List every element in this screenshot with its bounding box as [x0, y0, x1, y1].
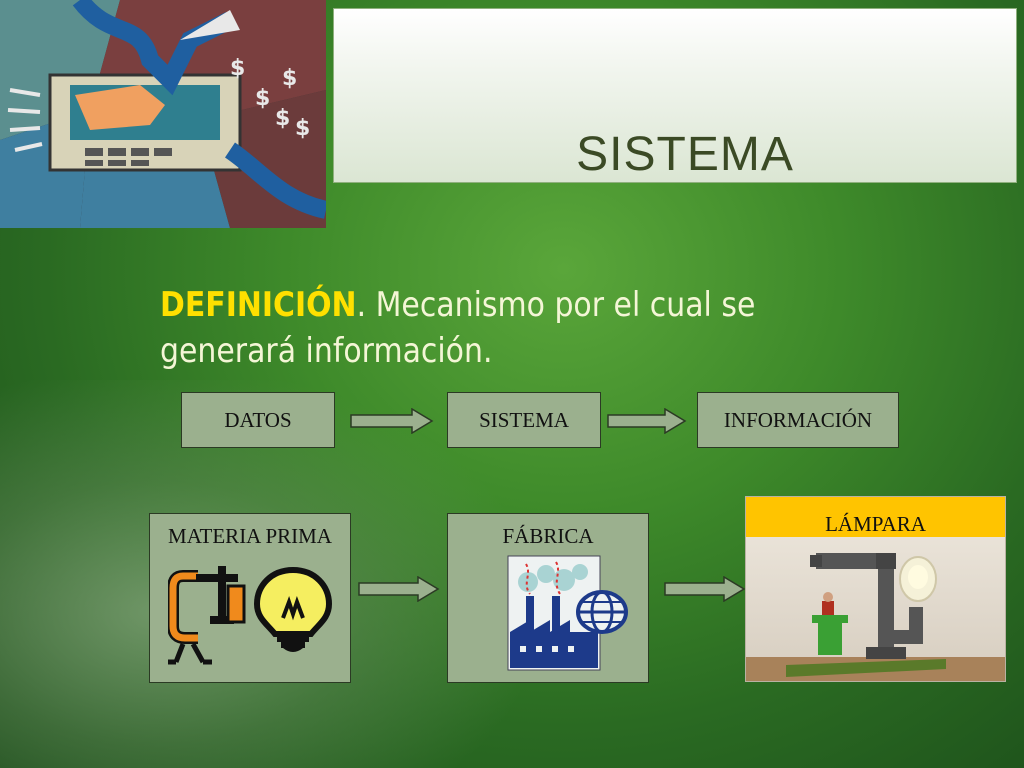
clamp-icon — [168, 566, 246, 665]
title-box: SISTEMA — [333, 8, 1017, 183]
svg-text:$: $ — [282, 66, 297, 91]
lightbulb-icon — [253, 566, 333, 652]
definition-body: . Mecanismo por el cual se generará info… — [160, 285, 756, 371]
globe-icon — [576, 590, 628, 634]
svg-text:$: $ — [275, 106, 290, 131]
flow-box-sistema: SISTEMA — [447, 392, 601, 448]
arrow-right-icon — [664, 576, 746, 602]
panel-label-lampara: LÁMPARA — [746, 497, 1005, 537]
arrow-right-icon — [358, 576, 440, 602]
svg-text:$: $ — [295, 116, 310, 141]
panel-materia-prima: MATERIA PRIMA — [149, 513, 351, 683]
arrow-right-icon — [350, 408, 434, 434]
flow-box-informacion: INFORMACIÓN — [697, 392, 899, 448]
slide-title: SISTEMA — [576, 128, 794, 181]
panel-fabrica: FÁBRICA — [447, 513, 649, 683]
arrow-right-icon — [607, 408, 687, 434]
flow-box-datos: DATOS — [181, 392, 335, 448]
panel-lampara: LÁMPARA — [745, 496, 1006, 682]
business-clipart-image: $$ $$$ — [0, 0, 326, 228]
panel-label-materia-prima: MATERIA PRIMA — [168, 524, 332, 548]
svg-text:$: $ — [255, 86, 270, 111]
definition-keyword: DEFINICIÓN — [160, 285, 357, 325]
panel-label-fabrica: FÁBRICA — [502, 524, 594, 548]
svg-text:$: $ — [230, 56, 245, 81]
definition-text: DEFINICIÓN. Mecanismo por el cual se gen… — [160, 282, 811, 374]
